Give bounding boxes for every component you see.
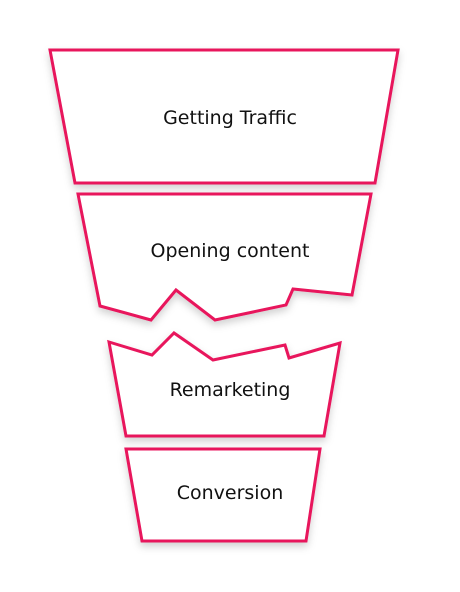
funnel-stage-1-shape: [48, 48, 400, 185]
funnel-stage-2-shape: [76, 192, 373, 322]
funnel-stage-4-label: Conversion: [176, 482, 284, 504]
funnel-stage-4-shape: [124, 447, 322, 543]
funnel-stage-2-label: Opening content: [150, 240, 310, 262]
funnel-stage-1-label: Getting Traffic: [163, 107, 297, 129]
funnel-stage-3-label: Remarketing: [169, 379, 291, 401]
funnel-stage-3-shape: [107, 331, 342, 438]
